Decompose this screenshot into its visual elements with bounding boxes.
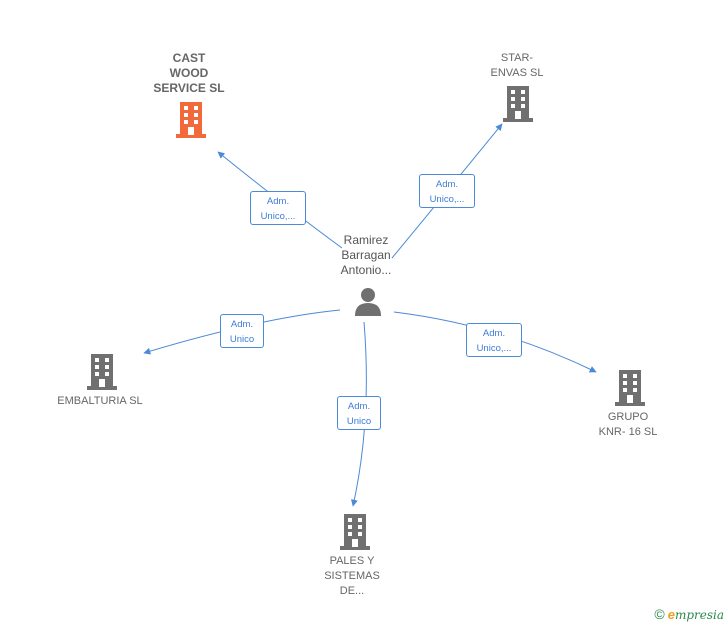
company-label-embalturia[interactable]: EMBALTURIA SL <box>57 395 143 407</box>
company-label-star[interactable]: STAR- ENVAS SL <box>490 52 544 79</box>
building-icon[interactable] <box>615 370 645 406</box>
company-label-pales[interactable]: PALES Y SISTEMAS DE... <box>324 555 380 597</box>
edge-label-pales[interactable]: Adm. Unico <box>337 396 381 430</box>
company-label-grupo[interactable]: GRUPO KNR- 16 SL <box>598 411 658 438</box>
brand-footer: ©empresia <box>654 606 724 622</box>
building-icon[interactable] <box>87 354 117 390</box>
brand-logo-e: e <box>667 607 675 622</box>
person-name-label[interactable]: Ramirez Barragan Antonio... <box>340 233 392 277</box>
building-icon[interactable] <box>340 514 370 550</box>
edge-label-cast[interactable]: Adm. Unico,... <box>250 191 306 225</box>
edge-label-embalturia[interactable]: Adm. Unico <box>220 314 264 348</box>
building-icon[interactable] <box>176 102 206 138</box>
person-icon[interactable] <box>353 286 383 316</box>
copyright-icon: © <box>654 606 665 622</box>
brand-logo-text: mpresia <box>674 608 724 622</box>
edge-label-star[interactable]: Adm. Unico,... <box>419 174 475 208</box>
company-label-cast[interactable]: CAST WOOD SERVICE SL <box>153 51 225 95</box>
building-icon[interactable] <box>503 86 533 122</box>
edge-label-grupo[interactable]: Adm. Unico,... <box>466 323 522 357</box>
